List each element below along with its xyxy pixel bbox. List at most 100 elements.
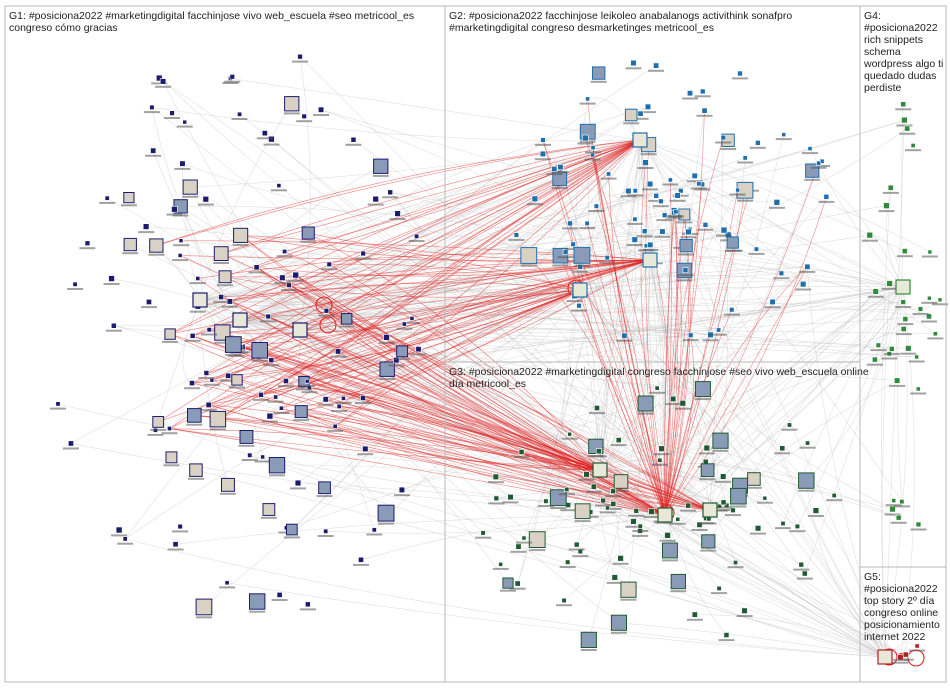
- graph-edge: [670, 180, 885, 657]
- graph-node-label: [898, 659, 914, 661]
- graph-node: [514, 233, 519, 238]
- graph-node-label: [703, 339, 719, 341]
- graph-node-label: [637, 235, 653, 237]
- graph-node: [170, 111, 175, 116]
- graph-node-label: [681, 236, 697, 238]
- graph-node: [901, 326, 906, 331]
- graph-node-label: [826, 499, 842, 501]
- graph-node-label: [552, 187, 568, 189]
- graph-node: [915, 355, 919, 359]
- graph-node: [563, 250, 568, 255]
- graph-node: [692, 173, 698, 179]
- graph-node-label: [141, 306, 157, 308]
- graph-node-label: [665, 403, 681, 405]
- graph-node-label: [164, 464, 180, 466]
- graph-node-label: [913, 313, 929, 315]
- graph-node: [287, 524, 298, 535]
- graph-node-label: [527, 203, 543, 205]
- graph-node-label: [638, 413, 654, 415]
- graph-node: [915, 644, 919, 648]
- graph-node: [611, 501, 616, 506]
- graph-node: [638, 524, 643, 529]
- group-label-g1-line: G1: #posiciona2022 #marketingdigital fac…: [9, 10, 414, 22]
- graph-node-label: [862, 240, 878, 242]
- graph-node: [720, 474, 726, 480]
- graph-hub-node: [193, 293, 207, 307]
- group-label-g4-line: schema: [864, 46, 901, 58]
- graph-node: [552, 166, 557, 171]
- graph-node: [665, 532, 671, 538]
- graph-node-label: [616, 340, 632, 342]
- graph-node: [277, 592, 282, 597]
- graph-node: [742, 608, 748, 614]
- graph-node-label: [586, 491, 602, 493]
- graph-node-label: [336, 402, 352, 404]
- graph-edge: [496, 498, 885, 657]
- graph-node-label: [678, 253, 694, 255]
- graph-node: [248, 453, 253, 458]
- graph-node: [611, 615, 626, 630]
- graph-node: [927, 296, 931, 300]
- graph-node-label: [746, 487, 762, 489]
- graph-node-label: [213, 301, 229, 303]
- graph-node: [178, 524, 183, 529]
- graph-node-label: [716, 235, 732, 237]
- graph-node-label: [560, 509, 576, 511]
- graph-node: [680, 240, 692, 252]
- graph-node: [151, 148, 156, 153]
- graph-node-label: [546, 173, 562, 175]
- graph-node-label: [675, 408, 691, 410]
- graph-node: [237, 112, 241, 116]
- graph-node: [574, 542, 579, 547]
- graph-node-label: [715, 142, 731, 144]
- graph-node: [283, 378, 288, 383]
- graph-node: [888, 185, 893, 190]
- graph-node: [274, 395, 278, 399]
- graph-node-label: [889, 385, 905, 387]
- graph-node: [269, 358, 274, 363]
- graph-node-label: [818, 201, 834, 203]
- graph-node: [335, 349, 340, 354]
- graph-node: [593, 67, 605, 79]
- graph-node: [73, 282, 77, 286]
- graph-node: [189, 381, 194, 386]
- graph-node: [799, 562, 804, 567]
- graph-node: [928, 250, 932, 254]
- graph-node: [302, 227, 314, 239]
- graph-node: [867, 232, 873, 238]
- graph-node-label: [905, 149, 921, 151]
- graph-node: [743, 156, 747, 160]
- graph-node: [584, 472, 590, 478]
- graph-node-label: [895, 108, 911, 110]
- graph-node-label: [272, 599, 288, 601]
- graph-node-label: [601, 178, 617, 180]
- graph-node: [590, 153, 594, 157]
- graph-node: [324, 529, 328, 533]
- group-label-g4-line: wordpress algo ti: [863, 58, 943, 70]
- graph-node-label: [121, 204, 137, 206]
- graph-node-label: [521, 265, 537, 267]
- graph-node-label: [700, 478, 716, 480]
- graph-node: [755, 140, 760, 145]
- graph-node: [515, 581, 520, 586]
- graph-node: [266, 314, 271, 319]
- graph-node-label: [67, 288, 83, 290]
- graph-node-label: [579, 479, 595, 481]
- graph-node-label: [475, 537, 491, 539]
- graph-node-label: [575, 520, 591, 522]
- graph-node-label: [607, 582, 623, 584]
- graph-node-label: [668, 215, 684, 217]
- graph-node-label: [50, 408, 66, 410]
- graph-node-label: [579, 227, 595, 229]
- graph-node: [626, 188, 632, 194]
- graph-node-label: [148, 254, 164, 256]
- graph-node: [363, 446, 369, 452]
- graph-node-label: [881, 358, 897, 360]
- graph-node: [571, 242, 576, 247]
- graph-node-label: [284, 112, 300, 114]
- graph-node: [695, 382, 710, 397]
- graph-node-label: [355, 402, 371, 404]
- graph-node-label: [500, 590, 516, 592]
- graph-node-label: [713, 450, 729, 452]
